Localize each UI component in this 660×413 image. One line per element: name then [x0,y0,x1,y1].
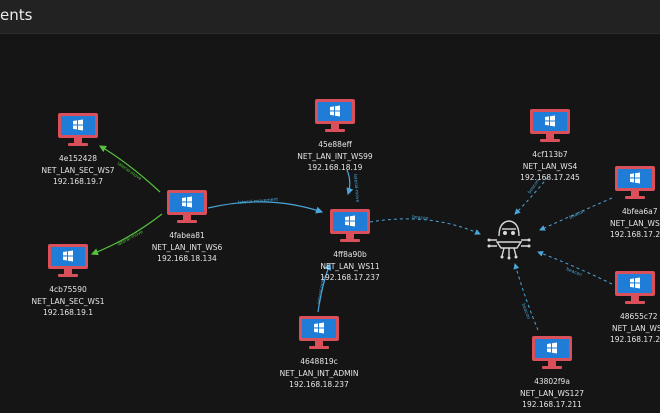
host-name: NET_LAN_SEC_WS7 [41,165,115,175]
windows-monitor-icon [315,99,355,132]
windows-monitor-icon [530,109,570,142]
windows-monitor-icon [615,271,655,304]
host-ip: 192.168.19.1 [42,308,94,317]
host-node-4cb75590[interactable]: 4cb75590 NET_LAN_SEC_WS1 192.168.19.1 [28,243,108,318]
host-node-48655c72[interactable]: 48655c72 NET_LAN_WS 192.168.17.2 [604,270,660,345]
edge-4ff8a90b-hub[interactable] [369,218,481,235]
windows-monitor-icon [330,209,370,242]
host-id: 4648819c [300,357,338,366]
windows-monitor-icon [299,316,339,349]
window-title: ents [0,6,33,24]
host-node-4cf113b7[interactable]: 4cf113b7 NET_LAN_WS4 192.168.17.245 [510,108,590,183]
host-name: NET_LAN_INT_ADMIN [279,368,359,378]
host-ip: 192.168.17.245 [520,173,580,182]
edge-label: lateral-move [116,229,144,248]
edge-label: lateral-move [316,275,327,304]
host-id: 4ff8a90b [333,250,367,259]
host-node-4e152428[interactable]: 4e152428 NET_LAN_SEC_WS7 192.168.19.7 [38,112,118,187]
host-id: 48655c72 [620,312,658,321]
host-name: NET_LAN_WS4 [522,161,578,171]
host-name: NET_LAN_WS127 [519,388,584,398]
host-node-4bfea6a7[interactable]: 4bfea6a7 NET_LAN_WS 192.168.17.2 [604,165,660,240]
host-id: 45e88eff [318,140,352,149]
windows-monitor-icon [58,113,98,146]
host-name: NET_LAN_INT_WS6 [151,242,223,252]
host-id: 4e152428 [58,154,98,163]
host-ip: 192.168.18.134 [157,254,217,263]
network-graph-canvas[interactable]: lateral-move lateral-move lateral-moveme… [0,34,660,413]
host-node-45e88eff[interactable]: 45e88eff NET_LAN_INT_WS99 192.168.18.19 [292,98,378,173]
edge-4fabea81-4e152428[interactable] [98,145,161,193]
edge-43802f9a-hub[interactable] [513,263,539,331]
host-name: NET_LAN_WS11 [320,261,380,271]
host-node-4648819c[interactable]: 4648819c NET_LAN_INT_ADMIN 192.168.18.23… [274,315,364,390]
attacker-hub-node[interactable] [484,216,534,260]
host-node-4fabea81[interactable]: 4fabea81 NET_LAN_INT_WS6 192.168.18.134 [145,189,229,264]
host-node-43802f9a[interactable]: 43802f9a NET_LAN_WS127 192.168.17.211 [508,335,596,410]
host-ip: 192.168.17.2 [610,230,660,239]
host-id: 4cf113b7 [532,150,568,159]
host-name: NET_LAN_INT_WS99 [297,151,373,161]
host-id: 43802f9a [534,377,570,386]
windows-monitor-icon [167,190,207,223]
host-ip: 192.168.17.211 [522,400,582,409]
host-ip: 192.168.18.237 [289,380,349,389]
host-id: 4bfea6a7 [622,207,658,216]
edge-45e88eff-4ff8a90b[interactable] [346,169,354,196]
edge-4cf113b7-hub[interactable] [514,176,549,215]
edge-label: beacon [520,303,531,321]
host-ip: 192.168.17.2 [610,335,660,344]
edge-4bfea6a7-hub[interactable] [539,197,613,231]
host-ip: 192.168.18.19 [307,163,363,172]
edge-label: beacon [568,208,586,220]
window-titlebar: ents [0,0,660,34]
windows-monitor-icon [615,166,655,199]
host-node-4ff8a90b[interactable]: 4ff8a90b NET_LAN_WS11 192.168.17.237 [308,208,392,283]
host-id: 4cb75590 [49,285,87,294]
host-ip: 192.168.19.7 [52,177,104,186]
edges-layer: lateral-move lateral-move lateral-moveme… [90,145,613,331]
host-name: NET_LAN_SEC_WS1 [31,296,105,306]
edge-label: beacon [412,214,429,222]
host-name: NET_LAN_WS [612,323,660,333]
windows-monitor-icon [532,336,572,369]
edge-48655c72-hub[interactable] [537,250,613,285]
edge-label: lateral-move [116,161,143,182]
windows-monitor-icon [48,244,88,277]
edge-label: lateral-movement [238,196,279,206]
edge-4fabea81-4ff8a90b[interactable] [207,201,324,214]
host-name: NET_LAN_WS [610,218,660,228]
edge-4fabea81-4cb75590[interactable] [90,213,163,256]
edge-label: lateral-move [352,174,360,203]
edge-label: beacon [565,266,583,278]
host-id: 4fabea81 [169,231,205,240]
edge-4648819c-4ff8a90b[interactable] [317,262,332,313]
hacker-icon [487,220,531,260]
host-ip: 192.168.17.237 [320,273,380,282]
